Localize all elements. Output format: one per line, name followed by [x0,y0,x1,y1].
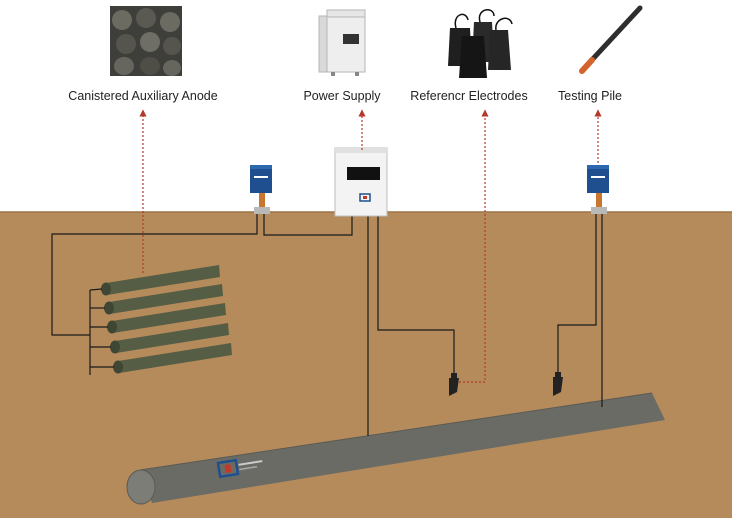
brand-logo-icon [216,458,263,479]
reference-electrode-right [553,372,563,396]
anode-canister [110,323,229,354]
pipeline [126,392,665,505]
anode-junction-box [250,165,272,214]
power-supply-cabinet-icon [318,9,366,76]
label-testing-pile: Testing Pile [558,89,622,103]
soil-ground [0,212,732,518]
testing-pile-rod-icon [579,5,643,74]
label-reference-electrodes: Referencr Electrodes [410,89,528,103]
anode-canister [107,303,226,334]
label-power-supply: Power Supply [303,89,381,103]
anode-canister [104,284,223,315]
wiring [51,212,603,436]
anode-canister [113,343,232,374]
pipe-end [126,469,156,505]
anode-canister [101,265,220,296]
label-anode: Canistered Auxiliary Anode [68,89,218,103]
reference-electrode-left [449,373,459,396]
reference-electrode-bags-icon [448,9,513,78]
testing-pile-junction-box [587,165,609,214]
anode-bank [101,265,232,374]
callout-arrows [139,109,602,383]
power-supply-cabinet [334,147,388,217]
anode-photo-icon [110,6,182,76]
